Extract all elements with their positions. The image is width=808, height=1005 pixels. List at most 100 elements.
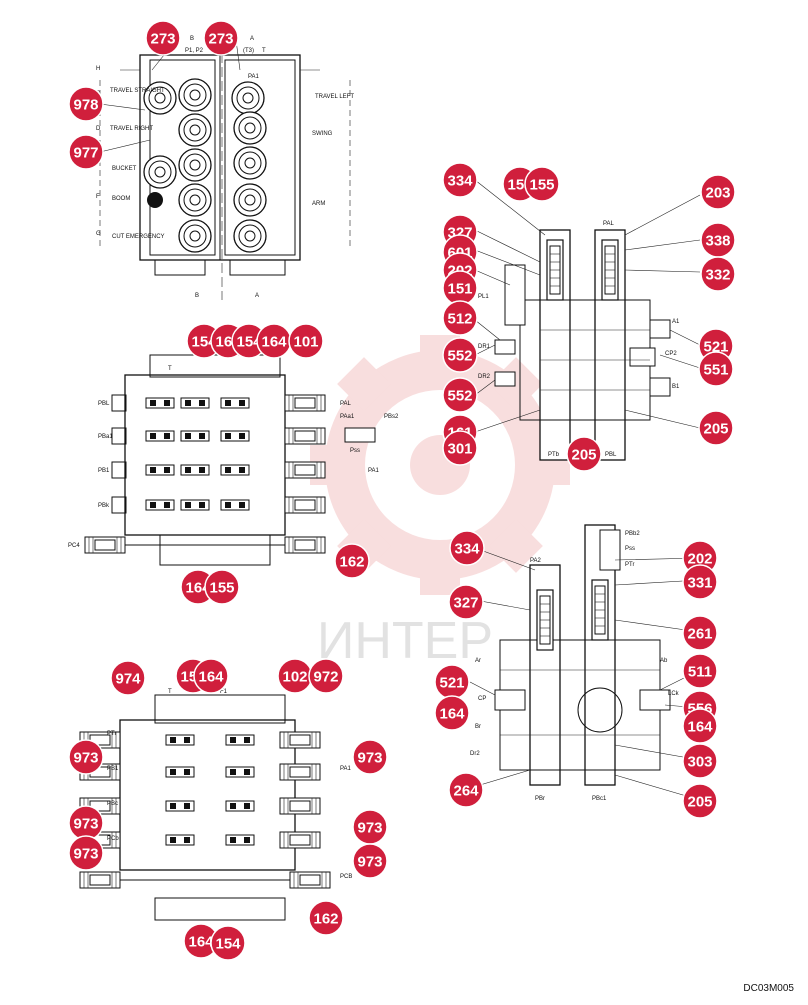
callout-label: 205 (571, 447, 596, 464)
callout-label: 974 (115, 671, 141, 688)
callout-162: 162 (334, 543, 370, 579)
label-pal-rt: PAL (603, 221, 615, 227)
callout-978: 978 (68, 86, 104, 122)
callout-164: 164 (682, 708, 718, 744)
callout-label: 164 (198, 669, 224, 686)
callout-label: 521 (439, 675, 464, 692)
label-cp: CP (478, 696, 486, 702)
callout-label: 205 (703, 421, 728, 438)
label-pl1: PL1 (478, 294, 489, 300)
callout-label: 261 (687, 626, 712, 643)
callout-205: 205 (566, 436, 602, 472)
label-h-left: H (96, 66, 100, 72)
callout-164: 164 (256, 323, 292, 359)
callout-label: 552 (447, 348, 472, 365)
callout-label: 164 (439, 706, 465, 723)
callout-973: 973 (68, 835, 104, 871)
label-pb1-bottom: PB1 (107, 766, 119, 772)
label-f-left: F (96, 194, 100, 200)
callout-label: 978 (73, 97, 98, 114)
callout-label: 101 (293, 334, 318, 351)
callout-label: 327 (453, 595, 478, 612)
callout-974: 974 (110, 660, 146, 696)
label-section-a-bottom: A (255, 293, 259, 299)
callout-label: 512 (447, 311, 472, 328)
label-section-a-top: A (250, 36, 254, 42)
callout-label: 155 (529, 177, 554, 194)
label-pbc: PBc (107, 801, 118, 807)
label-ptr: PTr (107, 731, 116, 737)
callout-205: 205 (682, 783, 718, 819)
label-pa2: PA2 (530, 558, 542, 564)
callout-332: 332 (700, 256, 736, 292)
callout-154: 154 (210, 925, 246, 961)
callout-973: 973 (352, 843, 388, 879)
label-pcb-left: PCb (107, 836, 119, 842)
label-pba1: PBa1 (98, 434, 113, 440)
callout-164: 164 (434, 695, 470, 731)
label-g-left: G (96, 231, 101, 237)
callout-164: 164 (183, 923, 219, 959)
callout-151: 151 (442, 270, 478, 306)
callout-label: 164 (188, 934, 214, 951)
callout-label: 331 (687, 575, 712, 592)
label-ab: Ab (660, 658, 668, 664)
callout-511: 511 (682, 653, 718, 689)
label-ptr-rb: PTr (625, 562, 634, 568)
watermark-text: ИНТЕР (317, 612, 493, 670)
label-dr2-rb: Dr2 (470, 751, 480, 757)
view-left: T PBL PBa1 PB1 PBk PC4 PAL PAa1 PA1 PBs2… (68, 354, 399, 566)
label-pa1-bottom: PA1 (340, 766, 352, 772)
label-d-left: D (96, 126, 101, 132)
callout-label: 338 (705, 233, 730, 250)
label-pbr: PBr (535, 796, 545, 802)
callout-label: 551 (703, 362, 728, 379)
callout-973: 973 (352, 809, 388, 845)
callout-label: 154 (236, 334, 262, 351)
label-pa1: PA1 (368, 468, 380, 474)
label-cp2: CP2 (665, 351, 677, 357)
label-swing: SWING (312, 131, 333, 137)
label-paa1: PAa1 (340, 414, 355, 420)
callout-331: 331 (682, 564, 718, 600)
callout-label: 332 (705, 267, 730, 284)
label-travel-right: TRAVEL RIGHT (110, 126, 153, 132)
callout-972: 972 (308, 658, 344, 694)
callout-label: 973 (73, 750, 98, 767)
callout-label: 273 (208, 31, 233, 48)
label-section-b-top: B (190, 36, 194, 42)
view-right-bottom: PA2 PBb2 Pss PTr Ar Br CP LCk Dr2 PBr PB… (469, 524, 701, 802)
label-dr2: DR2 (478, 374, 491, 380)
callout-977: 977 (68, 134, 104, 170)
callout-label: 334 (447, 173, 473, 190)
callout-label: 334 (454, 541, 480, 558)
callout-label: 521 (703, 339, 728, 356)
label-pcb-right: PCB (340, 874, 352, 880)
label-travel-left: TRAVEL LEFT (315, 94, 354, 100)
label-pbl: PBL (98, 401, 110, 407)
callout-521: 521 (434, 664, 470, 700)
callout-205: 205 (698, 410, 734, 446)
callout-label: 151 (447, 281, 472, 298)
label-boom: BOOM (112, 196, 130, 202)
document-code: DC03M005 (743, 983, 794, 994)
callout-label: 552 (447, 388, 472, 405)
label-t: T (262, 48, 266, 54)
callout-303: 303 (682, 743, 718, 779)
label-cut-emergency: CUT EMERGENCY (112, 234, 165, 240)
callout-261: 261 (682, 615, 718, 651)
label-pc4: PC4 (68, 543, 80, 549)
label-p1p2: P1, P2 (185, 48, 204, 54)
label-ar: Ar (475, 658, 481, 664)
callout-label: 203 (705, 185, 730, 202)
callout-101: 101 (288, 323, 324, 359)
callout-label: 162 (313, 911, 338, 928)
callout-label: 155 (209, 580, 234, 597)
callout-label: 973 (73, 816, 98, 833)
callout-334: 334 (442, 162, 478, 198)
callout-512: 512 (442, 300, 478, 336)
callout-label: 973 (357, 820, 382, 837)
label-pss: Pss (350, 448, 360, 454)
callout-label: 273 (150, 31, 175, 48)
